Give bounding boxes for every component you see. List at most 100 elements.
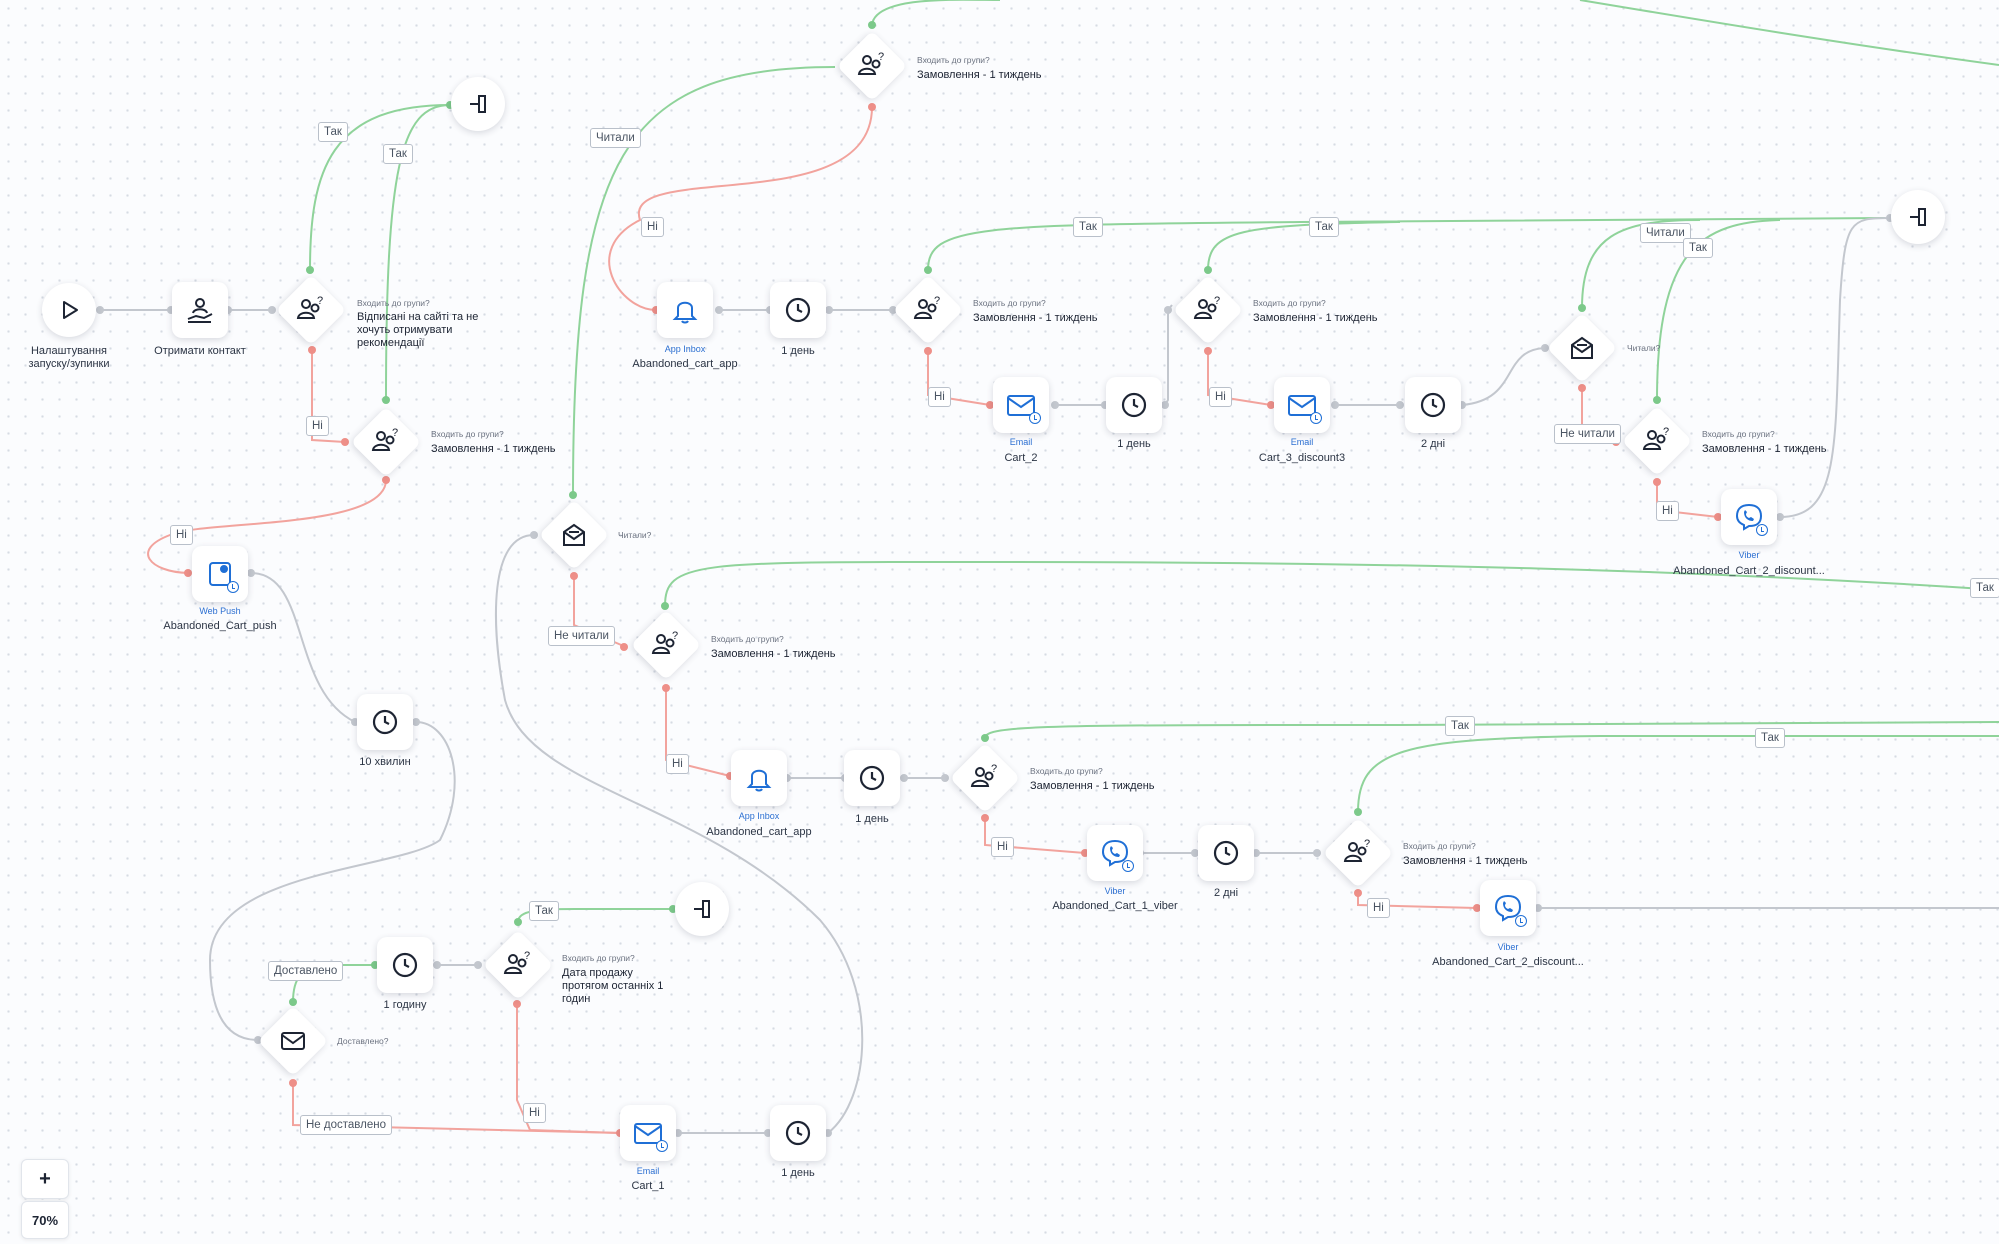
edge-label-no[interactable]: Ні (1367, 898, 1390, 918)
clock-icon (1418, 390, 1448, 420)
wait-label: 2 дні (1213, 887, 1239, 899)
condition-value: Замовлення - 1 тиждень (973, 312, 1098, 324)
email-node-cart3[interactable] (1274, 377, 1330, 433)
condition-value: Замовлення - 1 тиждень (1403, 855, 1528, 867)
condition-value: Замовлення - 1 тиждень (917, 69, 1042, 81)
clock-icon (370, 707, 400, 737)
viber-label: Abandoned_Cart_2_discount... (1432, 956, 1584, 968)
edge-label-read[interactable]: Читали (590, 128, 641, 148)
condition-question: Входить до групи? (1253, 298, 1326, 308)
viber-label: Abandoned_Cart_2_discount... (1673, 565, 1825, 577)
clock-icon (1119, 390, 1149, 420)
wait-1-day-node-c[interactable] (844, 750, 900, 806)
condition-value: Замовлення - 1 тиждень (1030, 780, 1155, 792)
condition-question: Входить до групи? (1702, 429, 1775, 439)
edge-label-yes[interactable]: Так (1445, 716, 1475, 736)
zoom-in-label: + (39, 1167, 51, 1190)
edge-label-yes[interactable]: Так (1683, 238, 1713, 258)
play-icon (57, 298, 81, 322)
wait-10-min-node[interactable] (357, 694, 413, 750)
exit-node-right[interactable] (1891, 190, 1945, 244)
condition-value: Замовлення - 1 тиждень (1702, 443, 1827, 455)
email-icon (1286, 390, 1322, 424)
zoom-level-label: 70% (31, 1212, 59, 1228)
condition-question: Входить до групи? (1403, 841, 1476, 851)
edge-label-yes[interactable]: Так (1970, 578, 1999, 598)
condition-question: Доставлено? (337, 1036, 389, 1046)
zoom-level-indicator[interactable]: 70% (21, 1201, 69, 1239)
condition-question: Входить до групи? (357, 298, 430, 308)
clock-icon (390, 950, 420, 980)
edge-label-no[interactable]: Ні (523, 1103, 546, 1123)
wait-2-days-node-b[interactable] (1198, 825, 1254, 881)
email-label: Cart_3_discount3 (1258, 452, 1346, 464)
edge-label-not-read[interactable]: Не читали (548, 626, 615, 646)
wait-label: 1 день (781, 1167, 815, 1179)
edge-label-no[interactable]: Ні (306, 416, 329, 436)
viber-icon (1100, 838, 1134, 872)
app-inbox-node-1[interactable] (657, 282, 713, 338)
clock-icon (783, 1118, 813, 1148)
edge-label-yes[interactable]: Так (318, 122, 348, 142)
edge-label-no[interactable]: Ні (641, 217, 664, 237)
viber-node-top[interactable] (1721, 489, 1777, 545)
node-type-label: App Inbox (664, 344, 706, 354)
edge-label-read[interactable]: Читали (1640, 223, 1691, 243)
wait-label: 2 дні (1420, 438, 1446, 450)
app-inbox-label: Abandoned_cart_app (632, 358, 738, 370)
wait-1-day-node-b[interactable] (1106, 377, 1162, 433)
edge-label-no[interactable]: Ні (1656, 501, 1679, 521)
email-node-cart1[interactable] (620, 1105, 676, 1161)
viber-node-2[interactable] (1480, 880, 1536, 936)
wait-2-days-node-a[interactable] (1405, 377, 1461, 433)
exit-node-bottom[interactable] (675, 882, 729, 936)
clock-icon (857, 763, 887, 793)
edge-label-yes[interactable]: Так (1755, 728, 1785, 748)
condition-value: Замовлення - 1 тиждень (431, 443, 556, 455)
edge-label-delivered[interactable]: Доставлено (268, 961, 344, 981)
condition-value: Замовлення - 1 тиждень (1253, 312, 1378, 324)
viber-node-1[interactable] (1087, 825, 1143, 881)
wait-label: 1 день (1117, 438, 1151, 450)
wait-label: 10 хвилин (359, 756, 411, 768)
webpush-node[interactable] (192, 546, 248, 602)
start-node[interactable] (42, 283, 96, 337)
edge-label-not-delivered[interactable]: Не доставлено (300, 1115, 392, 1135)
condition-question: Входить до групи? (1030, 766, 1103, 776)
node-type-label: Email (1009, 437, 1033, 447)
condition-question: Входить до групи? (973, 298, 1046, 308)
node-type-label: Viber (1497, 942, 1519, 952)
wait-1-day-node-a[interactable] (770, 282, 826, 338)
exit-icon (691, 898, 713, 920)
wait-1-hour-node[interactable] (377, 937, 433, 993)
exit-icon (1907, 206, 1929, 228)
edge-label-no[interactable]: Ні (991, 837, 1014, 857)
wait-1-day-node-d[interactable] (770, 1105, 826, 1161)
edge-label-no[interactable]: Ні (928, 387, 951, 407)
viber-icon (1734, 502, 1768, 536)
edge-label-yes[interactable]: Так (1309, 217, 1339, 237)
exit-icon (467, 93, 489, 115)
email-label: Cart_1 (631, 1180, 665, 1192)
app-inbox-label: Abandoned_cart_app (706, 826, 812, 838)
get-contact-node[interactable] (172, 282, 228, 338)
exit-node-top[interactable] (451, 77, 505, 131)
node-type-label: App Inbox (738, 811, 780, 821)
edge-label-no[interactable]: Ні (1209, 387, 1232, 407)
edge-label-yes[interactable]: Так (383, 144, 413, 164)
zoom-in-button[interactable]: + (21, 1159, 69, 1199)
email-label: Cart_2 (1004, 452, 1038, 464)
email-node-cart2[interactable] (993, 377, 1049, 433)
app-inbox-node-2[interactable] (731, 750, 787, 806)
edge-label-no[interactable]: Ні (666, 754, 689, 774)
condition-question: Входить до групи? (711, 634, 784, 644)
edge-label-not-read[interactable]: Не читали (1554, 424, 1621, 444)
condition-question: Читали? (618, 530, 652, 540)
condition-question: Входить до групи? (917, 55, 990, 65)
edge-label-yes[interactable]: Так (529, 901, 559, 921)
edge-label-yes[interactable]: Так (1073, 217, 1103, 237)
email-icon (1005, 390, 1041, 424)
edge-label-no[interactable]: Ні (170, 525, 193, 545)
node-type-label: Email (1290, 437, 1314, 447)
